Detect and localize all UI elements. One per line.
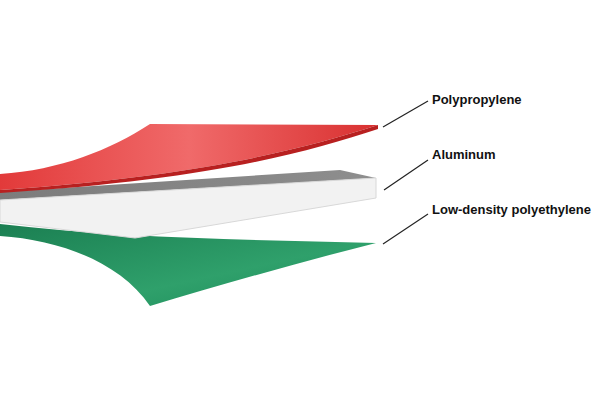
- leader-line: [383, 214, 428, 244]
- leader-line: [384, 160, 428, 190]
- layer-label: Low-density polyethylene: [432, 202, 591, 217]
- layer-label: Polypropylene: [432, 92, 522, 107]
- polypropylene-edge: [0, 125, 378, 193]
- polypropylene-layer: [0, 124, 378, 190]
- layer-label: Aluminum: [432, 147, 496, 162]
- leader-line: [383, 101, 428, 127]
- polyethylene-layer: [0, 224, 376, 306]
